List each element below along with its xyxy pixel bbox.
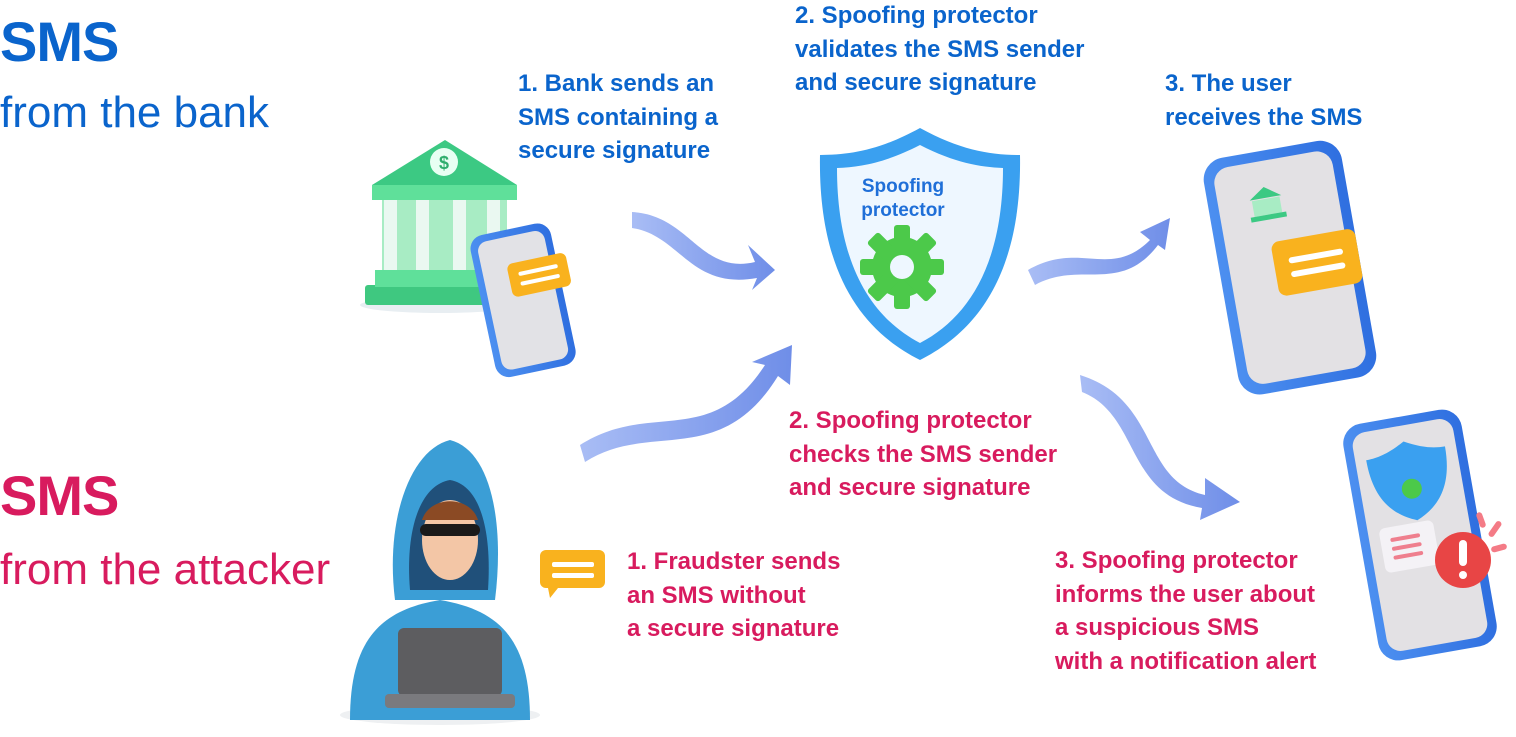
text-line: 3. Spoofing protector	[1055, 547, 1298, 574]
suspicious-message-icon	[540, 550, 605, 598]
arrow-bank-to-protector	[632, 212, 775, 290]
attacker-step-3: 3. Spoofing protector informs the user a…	[1055, 544, 1316, 678]
bank-mini-icon	[1249, 187, 1288, 223]
attacker-title: SMS	[0, 464, 119, 527]
text-line: with a notification alert	[1055, 647, 1317, 675]
bank-title: SMS	[0, 10, 119, 73]
text-line: 1. Bank sends an	[518, 70, 715, 97]
text-line: a secure signature	[627, 615, 840, 642]
text-line: informs the user about	[1055, 580, 1316, 608]
text-line: 3. The user	[1165, 70, 1292, 97]
bank-step-3: 3. The user receives the SMS	[1165, 67, 1362, 134]
user-phone-icon	[1203, 140, 1377, 395]
text-line: 1. Fraudster sends	[627, 548, 841, 575]
bank-step-2: 2. Spoofing protector validates the SMS …	[795, 0, 1084, 100]
attacker-step-1: 1. Fraudster sends an SMS without a secu…	[627, 545, 840, 646]
alert-icon	[1435, 512, 1507, 588]
bank-step-1: 1. Bank sends an SMS containing a secure…	[518, 67, 718, 168]
text-line: SMS containing a	[518, 103, 719, 131]
hacker-icon	[340, 440, 540, 725]
gear-icon	[860, 225, 944, 309]
arrow-attacker-to-protector	[580, 345, 792, 462]
text-line: checks the SMS sender	[789, 440, 1058, 468]
text-line: an SMS without	[627, 581, 806, 609]
text-line: secure signature	[518, 137, 711, 164]
text-line: receives the SMS	[1165, 103, 1363, 131]
arrow-protector-to-alert	[1080, 375, 1240, 520]
text-line: 2. Spoofing protector	[789, 407, 1032, 434]
alert-phone-icon	[1343, 409, 1497, 661]
shield-label-line-1: Spoofing	[862, 176, 944, 197]
text-line: a suspicious SMS	[1055, 614, 1260, 641]
shield-icon: Spoofing protector	[819, 128, 1021, 360]
bank-subtitle: from the bank	[0, 88, 270, 137]
text-line: and secure signature	[795, 69, 1037, 96]
text-line: validates the SMS sender	[795, 35, 1085, 63]
arrow-protector-to-user	[1028, 218, 1170, 285]
attacker-subtitle: from the attacker	[0, 545, 331, 594]
phone-icon	[470, 223, 576, 378]
attacker-step-2: 2. Spoofing protector checks the SMS sen…	[789, 404, 1057, 505]
shield-label-line-2: protector	[861, 200, 945, 221]
text-line: 2. Spoofing protector	[795, 2, 1038, 29]
text-line: and secure signature	[789, 474, 1031, 501]
svg-text:$: $	[439, 153, 449, 173]
